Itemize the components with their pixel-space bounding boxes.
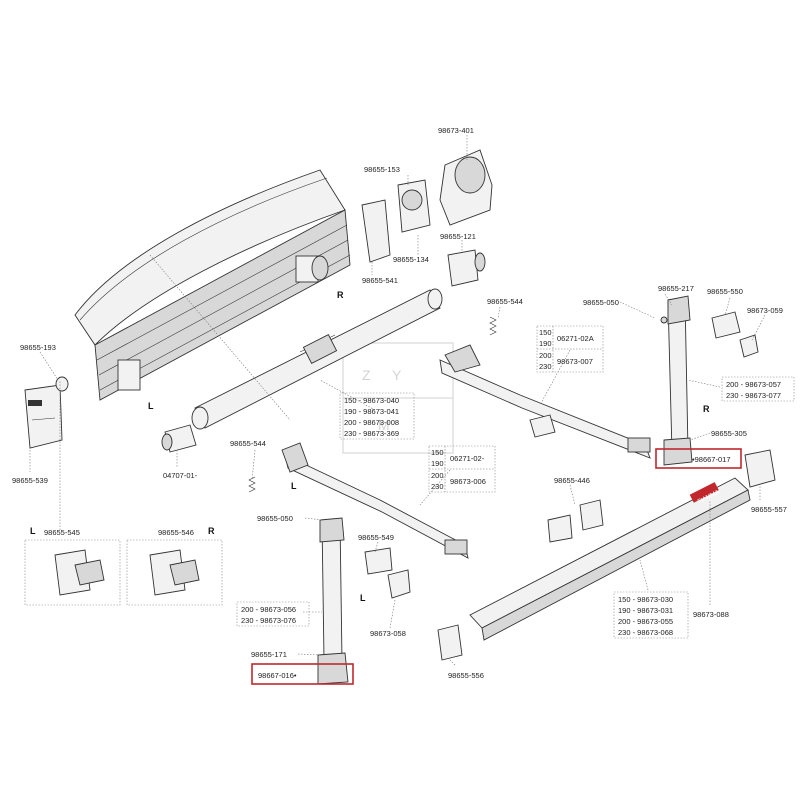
label-04707-01: 04707-01- (163, 471, 198, 480)
label-98655-556: 98655-556 (448, 671, 484, 680)
roller-tube-190: 190 - 98673-041 (344, 407, 399, 416)
side-markers: R L L R L L R (30, 290, 710, 603)
marker-l-bottom: L (360, 593, 366, 603)
watermark-letter-y: Y (392, 367, 402, 383)
tube-end-plug (161, 424, 197, 453)
roller-tube (191, 288, 443, 430)
label-98655-171: 98655-171 (251, 650, 287, 659)
label-98655-550: 98655-550 (707, 287, 743, 296)
leg-left (317, 517, 349, 685)
marker-l-mid: L (291, 481, 297, 491)
arm-left-code-short: 06271-02- (450, 454, 485, 463)
leg-right-230: 230 - 98673-077 (726, 391, 781, 400)
arm-left-size-150: 150 (431, 448, 444, 457)
label-98667-016: 98667-016• (258, 671, 297, 680)
arm-left-size-190: 190 (431, 459, 444, 468)
label-98655-544-a: 98655-544 (487, 297, 523, 306)
label-98655-134: 98655-134 (393, 255, 429, 264)
label-98655-153: 98655-153 (364, 165, 400, 174)
label-98655-193: 98655-193 (20, 343, 56, 352)
label-98655-539: 98655-539 (12, 476, 48, 485)
arm-right-code-long: 98673-007 (557, 357, 593, 366)
label-98673-059: 98673-059 (747, 306, 783, 315)
front-rail: FIAMMA (469, 477, 751, 641)
front-rail-150: 150 - 98673-030 (618, 595, 673, 604)
spring (248, 316, 497, 493)
leg-right (660, 295, 693, 466)
end-cap-left (24, 376, 69, 449)
rail-end-caps (364, 311, 776, 661)
arm-right (439, 344, 651, 459)
roller-tube-150: 150 - 98673-040 (344, 396, 399, 405)
label-98673-401: 98673-401 (438, 126, 474, 135)
front-rail-200: 200 - 98673-055 (618, 617, 673, 626)
marker-l-top: L (148, 401, 154, 411)
front-rail-230: 230 - 98673-068 (618, 628, 673, 637)
leg-left-200: 200 - 98673-056 (241, 605, 296, 614)
marker-r-right: R (703, 404, 710, 414)
label-98655-121: 98655-121 (440, 232, 476, 241)
front-rail-190: 190 - 98673-031 (618, 606, 673, 615)
leg-left-230: 230 - 98673-076 (241, 616, 296, 625)
label-98655-546: 98655-546 (158, 528, 194, 537)
marker-r-top: R (337, 290, 344, 300)
label-98655-549: 98655-549 (358, 533, 394, 542)
arm-right-size-150: 150 (539, 328, 552, 337)
right-end-cap-parts (361, 149, 493, 287)
arm-right-size-200: 200 (539, 351, 552, 360)
leg-right-200: 200 - 98673-057 (726, 380, 781, 389)
marker-l-box: L (30, 526, 36, 536)
label-98655-050-b: 98655-050 (257, 514, 293, 523)
arm-left-code-long: 98673-006 (450, 477, 486, 486)
highlight-98667-017 (655, 448, 742, 469)
legend-arm-right: 150 190 06271-02A 200 230 98673-007 (536, 325, 604, 373)
legend-front-rail: 150 - 98673-030 190 - 98673-031 200 - 98… (613, 591, 689, 639)
arm-left (281, 442, 469, 559)
label-98655-545: 98655-545 (44, 528, 80, 537)
watermark-letter-z: Z (362, 367, 371, 383)
label-98673-058: 98673-058 (370, 629, 406, 638)
arm-left-size-200: 200 (431, 471, 444, 480)
bracket-box-right (126, 539, 223, 606)
label-98655-544-b: 98655-544 (230, 439, 266, 448)
label-98655-557: 98655-557 (751, 505, 787, 514)
bracket-box-left (24, 539, 121, 606)
label-98673-088: 98673-088 (693, 610, 729, 619)
leader-lines (29, 135, 766, 666)
label-98667-017: •98667-017 (692, 455, 731, 464)
highlight-98667-016 (251, 663, 354, 685)
awning-case (74, 169, 351, 401)
legend-roller-tube: 150 - 98673-040 190 - 98673-041 200 - 98… (339, 392, 415, 440)
arm-left-size-230: 230 (431, 482, 444, 491)
watermark-letter-m: M (378, 417, 390, 433)
watermark: Z Y M (342, 342, 454, 454)
label-98655-446: 98655-446 (554, 476, 590, 485)
label-98655-541: 98655-541 (362, 276, 398, 285)
label-98655-050-a: 98655-050 (583, 298, 619, 307)
label-98655-305: 98655-305 (711, 429, 747, 438)
legend-arm-left: 150 190 06271-02- 200 230 98673-006 (428, 445, 496, 493)
label-98655-217: 98655-217 (658, 284, 694, 293)
legend-leg-left: 200 - 98673-056 230 - 98673-076 (236, 601, 310, 627)
arm-right-size-230: 230 (539, 362, 552, 371)
roller-tube-200: 200 - 98673-008 (344, 418, 399, 427)
roller-tube-230: 230 - 98673-369 (344, 429, 399, 438)
arm-right-size-190: 190 (539, 339, 552, 348)
part-labels: 98673-401 98655-153 98655-134 98655-121 … (12, 126, 787, 680)
legend-leg-right: 200 - 98673-057 230 - 98673-077 (721, 376, 795, 402)
arm-right-code-short: 06271-02A (557, 334, 594, 343)
marker-r-box: R (208, 526, 215, 536)
